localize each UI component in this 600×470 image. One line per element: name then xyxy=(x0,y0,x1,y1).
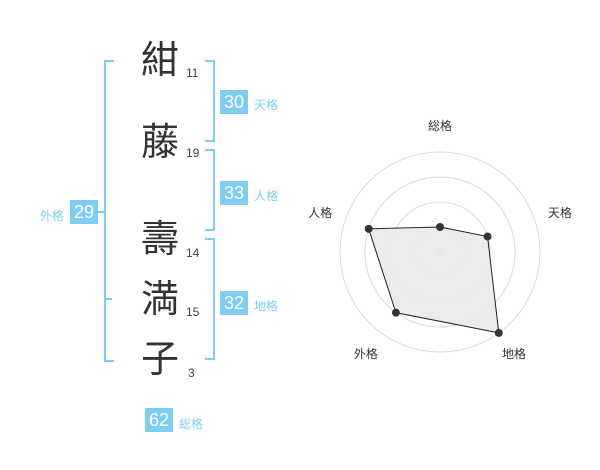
stroke-count-2: 19 xyxy=(186,146,200,160)
radar-axis-label-5: 人格 xyxy=(308,205,332,220)
radar-axis-label-2: 天格 xyxy=(548,205,572,220)
chikaku-label: 地格 xyxy=(254,299,279,313)
radar-point-1 xyxy=(436,223,444,231)
radar-axis-label-1: 総格 xyxy=(428,118,452,133)
radar-point-2 xyxy=(483,232,492,241)
tenkaku-value: 30 xyxy=(220,90,248,114)
chikaku-value: 32 xyxy=(220,291,248,315)
chikaku-bracket xyxy=(205,238,215,360)
name-char-4: 満 xyxy=(140,277,179,321)
radar-axis-label-4: 外格 xyxy=(354,346,378,361)
jinkaku-value: 33 xyxy=(220,181,248,205)
soukaku-label: 総格 xyxy=(179,417,204,431)
name-char-3: 壽 xyxy=(140,217,179,261)
gaikaku-bracket-tick xyxy=(96,211,104,213)
name-char-1: 紺 xyxy=(140,38,179,82)
tenkaku-bracket xyxy=(205,60,215,142)
tenkaku-label: 天格 xyxy=(254,98,279,112)
radar-axis-label-3: 地格 xyxy=(502,346,526,361)
stroke-count-5: 3 xyxy=(188,366,195,380)
radar-point-5 xyxy=(364,224,373,233)
radar-grid-ring xyxy=(339,151,541,353)
name-char-2: 藤 xyxy=(140,120,179,164)
radar-point-3 xyxy=(494,328,503,337)
radar-series-shape xyxy=(367,226,500,334)
gaikaku-value: 29 xyxy=(70,200,98,224)
jinkaku-label: 人格 xyxy=(254,189,279,203)
name-char-5: 子 xyxy=(140,337,179,381)
gaikaku-bracket-mid xyxy=(106,298,112,300)
stroke-count-3: 14 xyxy=(186,246,200,260)
stroke-count-4: 15 xyxy=(186,305,200,319)
radar-point-4 xyxy=(391,308,400,317)
soukaku-value: 62 xyxy=(145,408,173,432)
jinkaku-bracket xyxy=(205,149,215,231)
gaikaku-bracket xyxy=(104,60,114,362)
radar-grid-ring xyxy=(364,176,516,328)
gaikaku-label: 外格 xyxy=(40,209,65,223)
stroke-count-1: 11 xyxy=(186,66,199,80)
